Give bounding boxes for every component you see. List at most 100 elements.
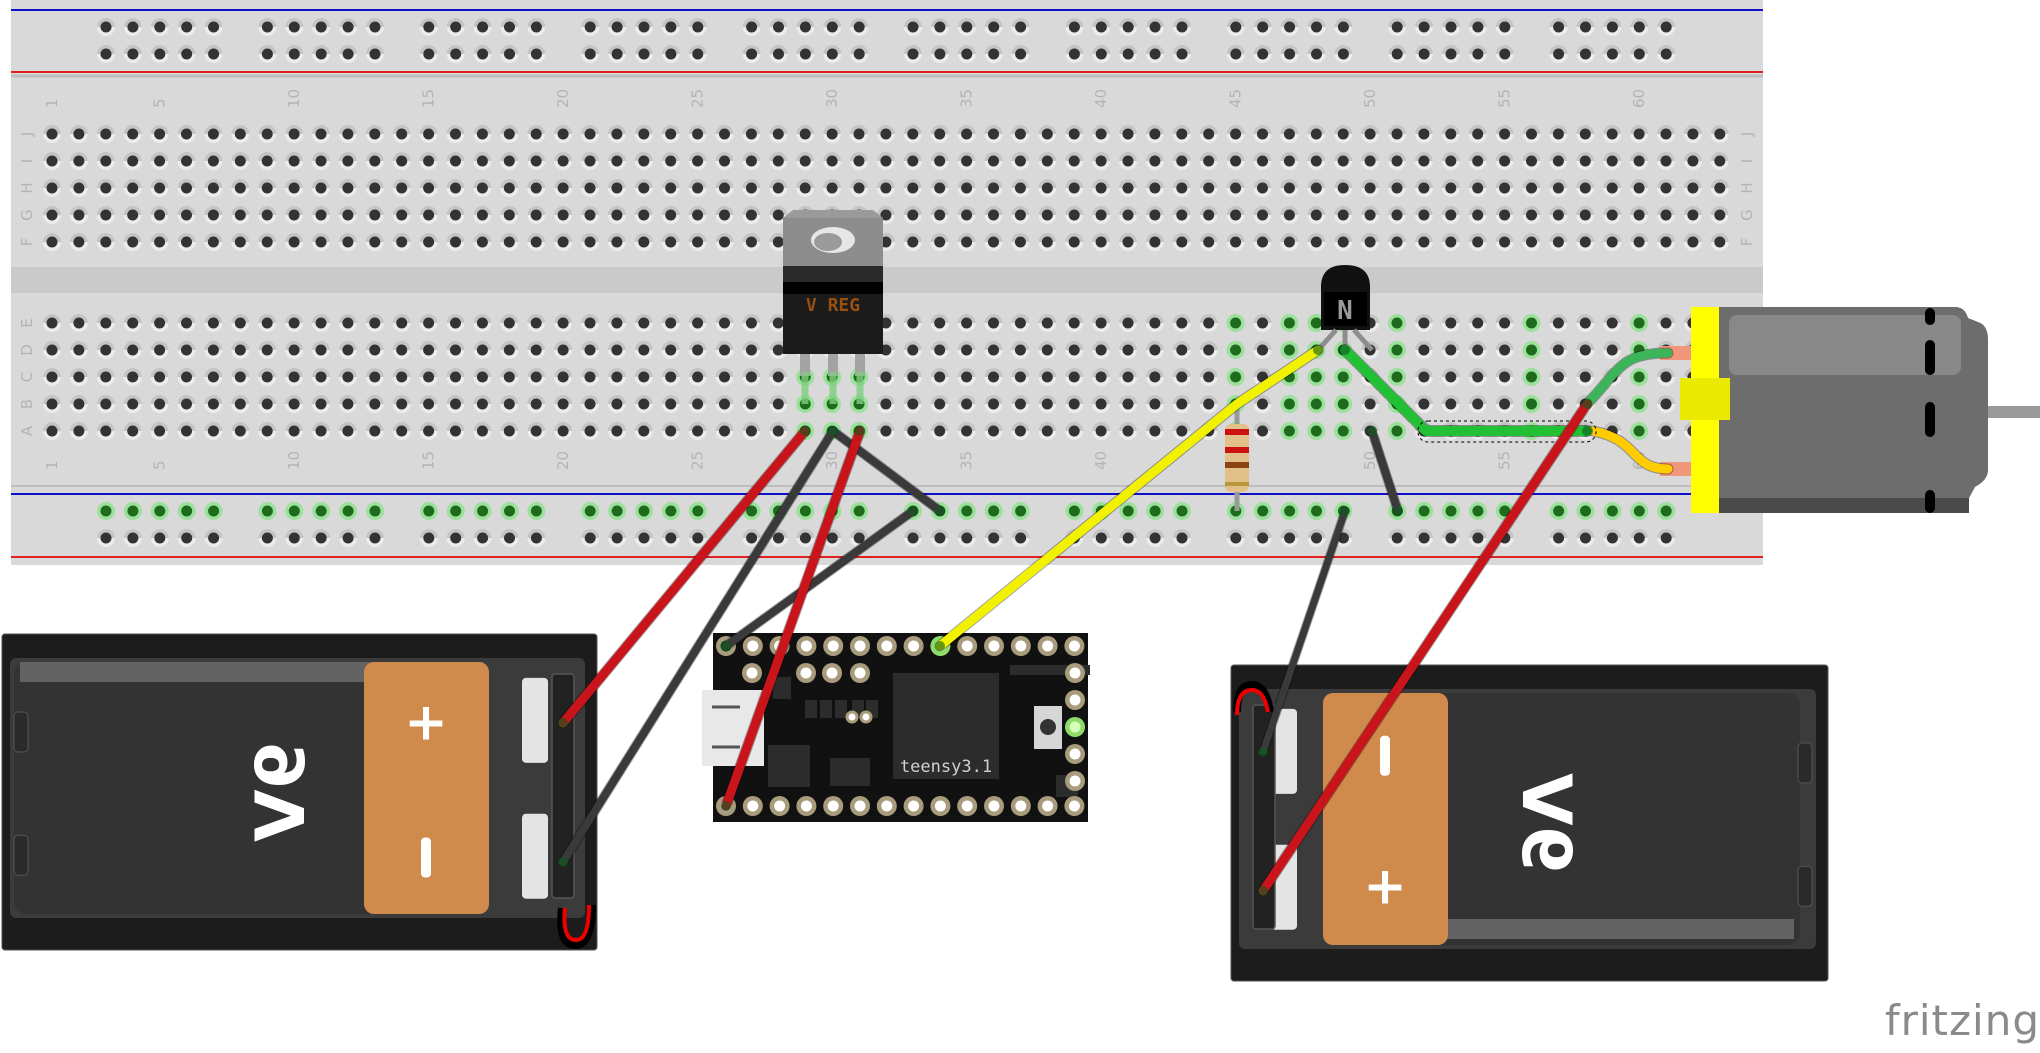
breadboard-hole[interactable]	[1499, 21, 1511, 33]
breadboard-hole[interactable]	[1149, 236, 1161, 248]
breadboard-hole[interactable]	[1230, 317, 1242, 329]
breadboard-hole[interactable]	[154, 48, 166, 60]
breadboard-hole[interactable]	[288, 155, 300, 167]
breadboard-hole[interactable]	[934, 128, 946, 140]
breadboard-hole[interactable]	[1472, 398, 1484, 410]
breadboard-hole[interactable]	[719, 182, 730, 194]
breadboard-hole[interactable]	[1203, 398, 1215, 410]
breadboard-hole[interactable]	[665, 317, 677, 329]
breadboard-hole[interactable]	[1606, 182, 1618, 194]
breadboard-hole[interactable]	[1660, 505, 1672, 517]
breadboard-hole[interactable]	[1257, 371, 1268, 383]
breadboard-hole[interactable]	[880, 371, 892, 383]
breadboard-hole[interactable]	[907, 21, 919, 33]
breadboard-hole[interactable]	[342, 155, 354, 167]
breadboard-hole[interactable]	[369, 317, 381, 329]
breadboard-hole[interactable]	[315, 425, 327, 437]
breadboard-hole[interactable]	[504, 48, 515, 60]
breadboard-hole[interactable]	[450, 128, 461, 140]
breadboard-hole[interactable]	[342, 182, 354, 194]
breadboard-hole[interactable]	[934, 398, 946, 410]
yellow-teensy-pin-to-transistor-base[interactable]	[935, 345, 1323, 651]
breadboard-hole[interactable]	[745, 317, 757, 329]
breadboard-hole[interactable]	[961, 532, 973, 544]
breadboard-hole[interactable]	[611, 209, 623, 221]
green-transistor-collector-to-motor[interactable]	[1340, 345, 1592, 436]
motor-lead-green[interactable]	[1582, 348, 1673, 409]
breadboard-hole[interactable]	[826, 182, 838, 194]
breadboard-hole[interactable]	[1068, 425, 1080, 437]
breadboard-hole[interactable]	[396, 317, 408, 329]
breadboard-hole[interactable]	[1122, 48, 1134, 60]
breadboard-hole[interactable]	[611, 371, 623, 383]
red-vreg-in-to-battery-left-plus-endpoint[interactable]	[800, 426, 810, 436]
breadboard-hole[interactable]	[1499, 371, 1511, 383]
breadboard-hole[interactable]	[665, 21, 677, 33]
breadboard-hole[interactable]	[1660, 532, 1672, 544]
breadboard-hole[interactable]	[1418, 209, 1430, 221]
breadboard-hole[interactable]	[1472, 532, 1484, 544]
breadboard-hole[interactable]	[1499, 128, 1511, 140]
breadboard-hole[interactable]	[1284, 505, 1296, 517]
breadboard-hole[interactable]	[208, 505, 220, 517]
breadboard-hole[interactable]	[853, 48, 865, 60]
breadboard-hole[interactable]	[1122, 371, 1134, 383]
breadboard-hole[interactable]	[1095, 236, 1107, 248]
breadboard-hole[interactable]	[154, 344, 166, 356]
breadboard-hole[interactable]	[1391, 532, 1403, 544]
breadboard-hole[interactable]	[611, 532, 623, 544]
resistor[interactable]	[1225, 404, 1249, 511]
breadboard-hole[interactable]	[1499, 48, 1511, 60]
breadboard-hole[interactable]	[288, 425, 300, 437]
breadboard-hole[interactable]	[100, 236, 112, 248]
breadboard-hole[interactable]	[853, 505, 865, 517]
breadboard-hole[interactable]	[961, 425, 973, 437]
breadboard-hole[interactable]	[342, 128, 354, 140]
breadboard-hole[interactable]	[100, 425, 112, 437]
breadboard-hole[interactable]	[665, 48, 677, 60]
breadboard-hole[interactable]	[1310, 128, 1322, 140]
black-vreg-gnd-to-rail-endpoint[interactable]	[935, 506, 945, 516]
breadboard-hole[interactable]	[853, 128, 865, 140]
breadboard-hole[interactable]	[530, 236, 542, 248]
breadboard-hole[interactable]	[450, 209, 461, 221]
breadboard-hole[interactable]	[1149, 425, 1161, 437]
breadboard-hole[interactable]	[100, 317, 112, 329]
breadboard-hole[interactable]	[1391, 48, 1403, 60]
breadboard-hole[interactable]	[154, 209, 166, 221]
breadboard-hole[interactable]	[1445, 236, 1457, 248]
breadboard-hole[interactable]	[1472, 209, 1484, 221]
breadboard-hole[interactable]	[288, 505, 300, 517]
breadboard-hole[interactable]	[1095, 182, 1107, 194]
black-rail-to-battery-right-minus-endpoint[interactable]	[1340, 506, 1350, 516]
breadboard-hole[interactable]	[1552, 317, 1564, 329]
breadboard-hole[interactable]	[557, 398, 569, 410]
npn-transistor[interactable]: N	[1316, 265, 1374, 352]
breadboard-hole[interactable]	[46, 236, 58, 248]
breadboard-hole[interactable]	[315, 128, 327, 140]
breadboard-hole[interactable]	[692, 128, 704, 140]
breadboard-hole[interactable]	[423, 209, 435, 221]
breadboard-hole[interactable]	[638, 236, 650, 248]
breadboard-hole[interactable]	[880, 317, 892, 329]
breadboard-hole[interactable]	[181, 209, 192, 221]
breadboard-hole[interactable]	[1337, 236, 1349, 248]
breadboard-hole[interactable]	[772, 128, 784, 140]
breadboard-hole[interactable]	[369, 48, 381, 60]
breadboard-hole[interactable]	[1122, 344, 1134, 356]
breadboard-hole[interactable]	[1310, 371, 1322, 383]
breadboard-hole[interactable]	[611, 48, 623, 60]
breadboard-hole[interactable]	[772, 398, 784, 410]
breadboard-hole[interactable]	[719, 128, 730, 140]
breadboard-hole[interactable]	[181, 128, 192, 140]
breadboard-hole[interactable]	[638, 425, 650, 437]
breadboard-hole[interactable]	[1660, 155, 1672, 167]
breadboard-hole[interactable]	[1552, 236, 1564, 248]
breadboard-hole[interactable]	[584, 155, 596, 167]
breadboard-hole[interactable]	[1526, 128, 1537, 140]
breadboard-hole[interactable]	[880, 425, 892, 437]
breadboard-hole[interactable]	[181, 398, 192, 410]
breadboard-hole[interactable]	[46, 425, 58, 437]
breadboard-hole[interactable]	[1176, 182, 1188, 194]
breadboard-hole[interactable]	[1149, 182, 1161, 194]
